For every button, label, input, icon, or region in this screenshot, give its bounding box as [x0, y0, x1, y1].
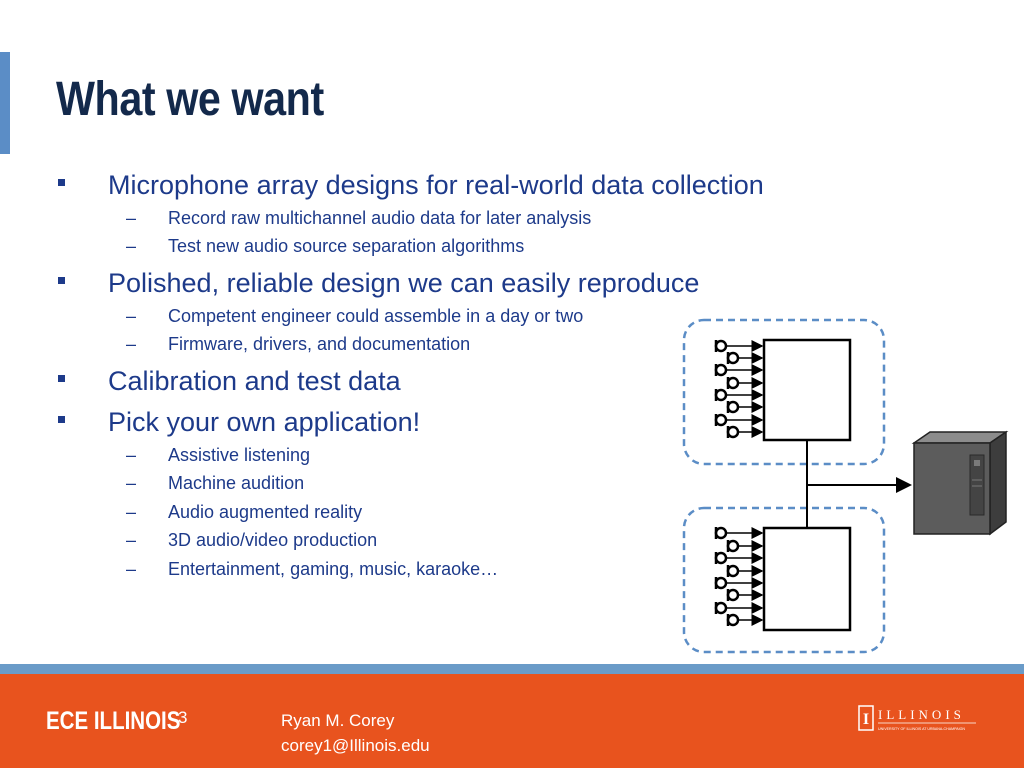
microphone-icon-group — [714, 338, 764, 440]
sub-bullet-item: – Assistive listening — [126, 444, 311, 466]
footer-stripe — [0, 664, 1024, 674]
bullet-text: Pick your own application! — [108, 407, 421, 437]
sub-bullet-item: – 3D audio/video production — [126, 529, 378, 551]
bullet-list: Microphone array designs for real-world … — [58, 170, 764, 580]
microphone-icon-group — [714, 525, 764, 628]
author-name: Ryan M. Corey — [281, 711, 395, 730]
square-bullet-icon — [58, 375, 65, 382]
dash-marker: – — [126, 236, 137, 256]
sub-bullet-text: 3D audio/video production — [168, 530, 378, 550]
ece-illinois-logo: ECE ILLINOIS — [46, 707, 181, 735]
bullet-text: Polished, reliable design we can easily … — [108, 268, 700, 298]
university-logo: I ILLINOIS UNIVERSITY OF ILLINOIS AT URB… — [858, 705, 976, 731]
page-title: What we want — [56, 73, 324, 126]
bullet-item: Polished, reliable design we can easily … — [58, 268, 700, 298]
university-wordmark: ILLINOIS — [878, 707, 965, 722]
footer: ECE ILLINOIS 3 Ryan M. Corey corey1@Illi… — [0, 674, 1024, 768]
array-group-outline — [682, 318, 886, 466]
sub-bullet-item: – Entertainment, gaming, music, karaoke… — [126, 558, 499, 580]
bullet-text: Calibration and test data — [108, 366, 401, 396]
bullet-item: Pick your own application! — [58, 407, 421, 437]
sub-bullet-item: – Record raw multichannel audio data for… — [126, 207, 592, 229]
page-number: 3 — [178, 708, 188, 727]
dash-marker: – — [126, 473, 137, 493]
author-email: corey1@Illinois.edu — [281, 736, 430, 755]
sub-bullet-text: Assistive listening — [168, 445, 311, 465]
square-bullet-icon — [58, 277, 65, 284]
dash-marker: – — [126, 334, 137, 354]
adc-board-box — [762, 526, 852, 632]
sub-bullet-text: Audio augmented reality — [168, 502, 363, 522]
author-info: Ryan M. Corey corey1@Illinois.edu — [281, 708, 430, 758]
sub-bullet-text: Competent engineer could assemble in a d… — [168, 306, 584, 326]
sub-bullet-item: – Machine audition — [126, 472, 305, 494]
bullet-text: Microphone array designs for real-world … — [108, 170, 764, 200]
sub-bullet-item: – Firmware, drivers, and documentation — [126, 333, 471, 355]
dash-marker: – — [126, 445, 137, 465]
dash-marker: – — [126, 530, 137, 550]
bullet-item: Microphone array designs for real-world … — [58, 170, 764, 200]
sub-bullet-text: Test new audio source separation algorit… — [168, 236, 525, 256]
sub-bullet-item: – Audio augmented reality — [126, 501, 363, 523]
sub-bullet-item: – Competent engineer could assemble in a… — [126, 305, 584, 327]
bullet-item: Calibration and test data — [58, 366, 401, 396]
microphone-array-diagram — [682, 318, 1009, 654]
svg-text:I: I — [863, 711, 869, 728]
title-accent-bar — [0, 52, 10, 154]
sub-bullet-text: Firmware, drivers, and documentation — [168, 334, 471, 354]
dash-marker: – — [126, 306, 137, 326]
square-bullet-icon — [58, 416, 65, 423]
university-subtitle: UNIVERSITY OF ILLINOIS AT URBANA-CHAMPAI… — [878, 727, 965, 731]
sub-bullet-item: – Test new audio source separation algor… — [126, 235, 525, 257]
dash-marker: – — [126, 502, 137, 522]
square-bullet-icon — [58, 179, 65, 186]
sub-bullet-text: Machine audition — [168, 473, 305, 493]
computer-tower-icon — [911, 430, 1009, 536]
dash-marker: – — [126, 208, 137, 228]
sub-bullet-text: Entertainment, gaming, music, karaoke… — [168, 559, 499, 579]
array-group-outline — [682, 506, 886, 654]
sub-bullet-text: Record raw multichannel audio data for l… — [168, 208, 592, 228]
adc-board-box — [762, 338, 852, 442]
dash-marker: – — [126, 559, 137, 579]
